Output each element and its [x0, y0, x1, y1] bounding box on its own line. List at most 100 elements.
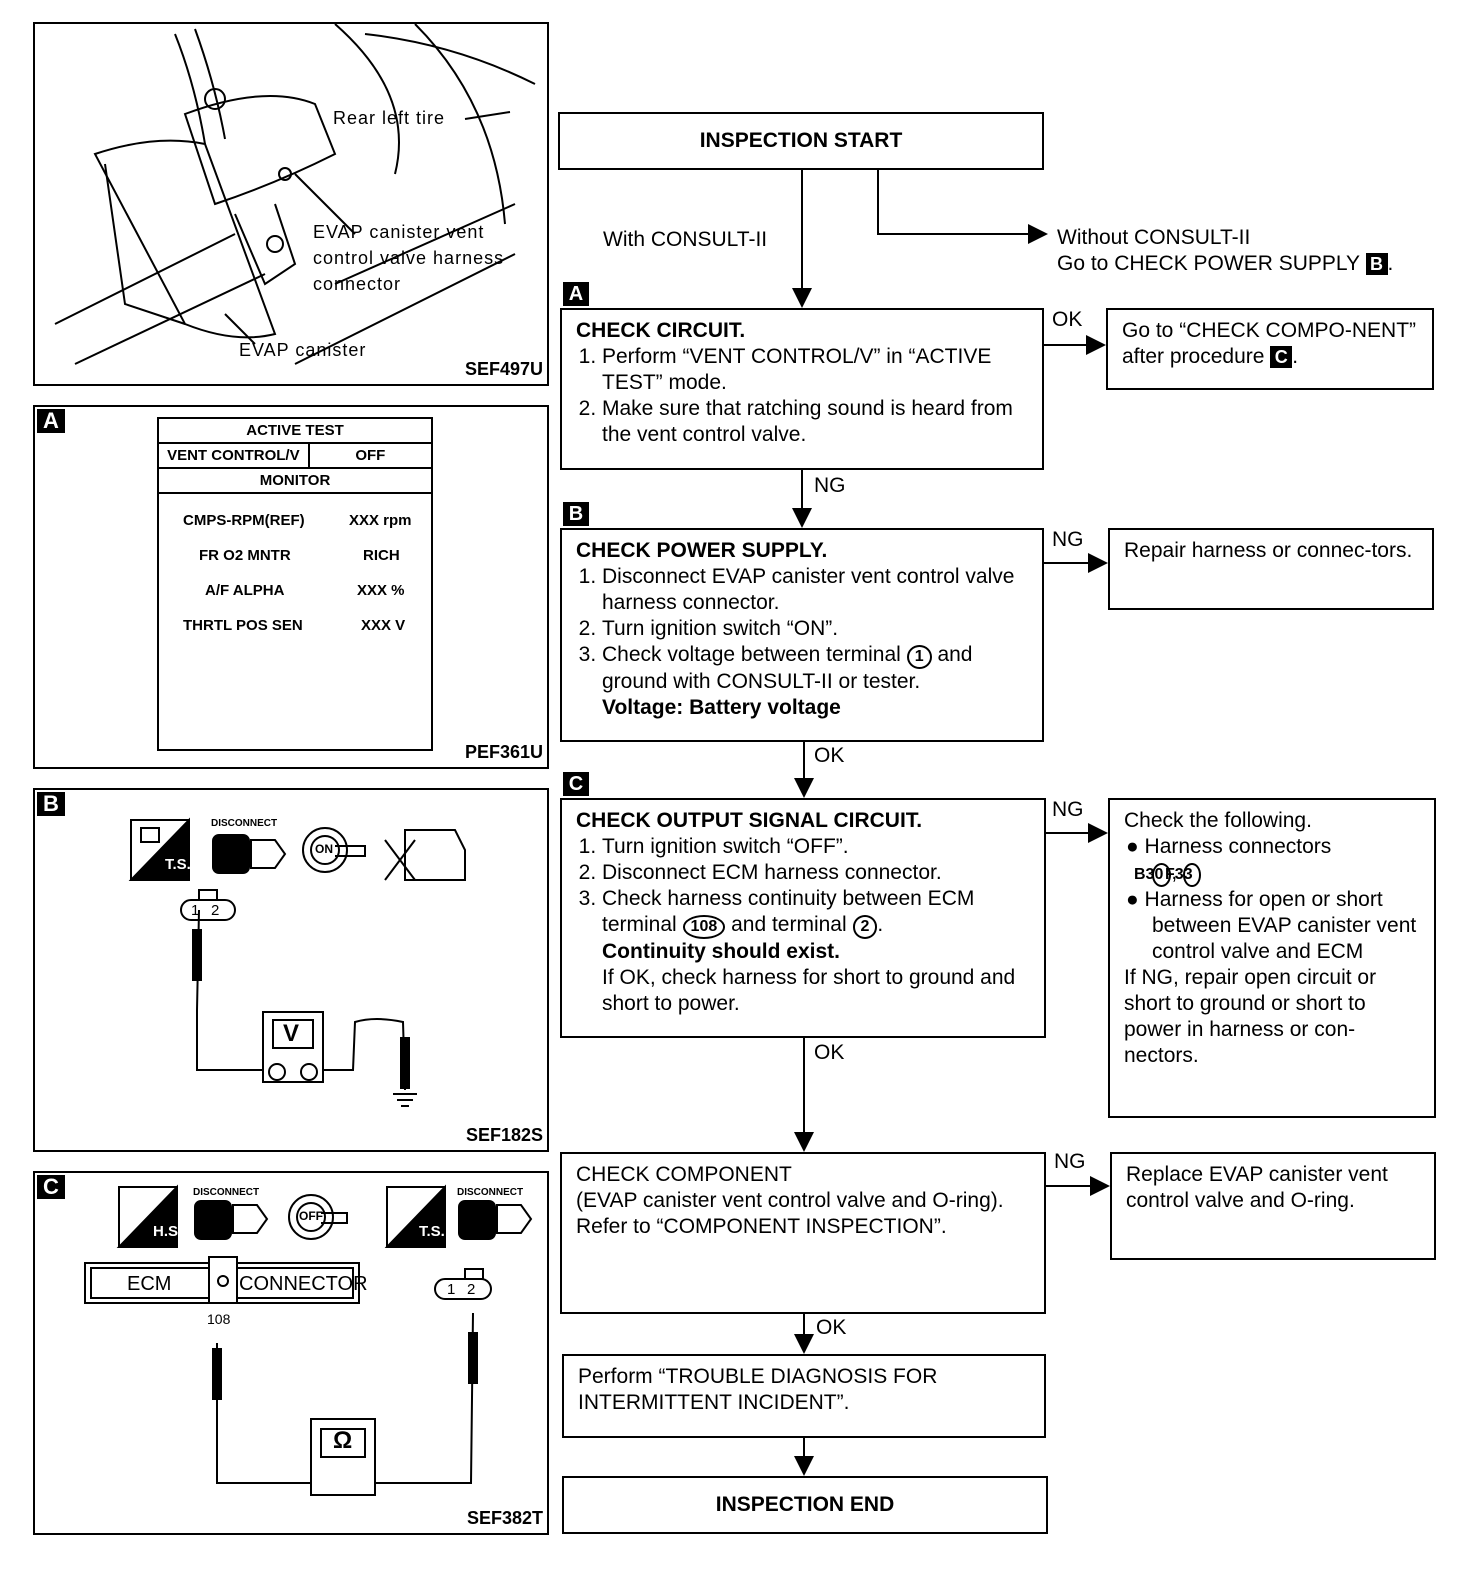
with-consult-label: With CONSULT-II: [603, 228, 768, 251]
evap-vent-label-2: control valve harness: [313, 248, 505, 268]
ok-label-c: OK: [814, 1041, 845, 1064]
check-circuit-box: CHECK CIRCUIT. Perform “VENT CONTROL/V” …: [560, 308, 1044, 470]
check-output-step-1: Turn ignition switch “OFF”.: [602, 834, 1030, 860]
ng-label-b: NG: [1052, 528, 1084, 551]
figure-component-location: Rear left tire EVAP canister vent contro…: [33, 22, 549, 386]
ok-label-b: OK: [814, 744, 845, 767]
figure-code: SEF382T: [466, 1508, 543, 1528]
ng-label-a: NG: [814, 474, 846, 497]
rear-left-tire-label: Rear left tire: [333, 108, 446, 128]
arrow-start-to-without: [877, 170, 1048, 244]
check-power-step-1: Disconnect EVAP canister vent control va…: [602, 564, 1028, 616]
check-component-line-1: CHECK COMPONENT: [576, 1163, 792, 1186]
perform-trouble-diagnosis-box: Perform “TROUBLE DIAGNOSIS FOR INTERMITT…: [562, 1354, 1046, 1438]
evap-canister-drawing: [54, 24, 536, 365]
figure-code: SEF497U: [464, 359, 543, 379]
check-output-title: CHECK OUTPUT SIGNAL CIRCUIT.: [576, 809, 923, 832]
figure-tag-c: C: [37, 1175, 65, 1199]
check-output-step-2: Disconnect ECM harness connector.: [602, 860, 1030, 886]
ecm-label: ECM: [127, 1273, 172, 1295]
connector-b30-badge: B30: [1134, 863, 1172, 887]
check-circuit-title: CHECK CIRCUIT.: [576, 319, 746, 342]
monitor-val-1: XXX rpm: [349, 512, 412, 529]
monitor-val-2: RICH: [363, 547, 400, 564]
active-test-item: VENT CONTROL/V: [157, 442, 310, 469]
check-power-step-3: Check voltage between terminal 1 and gro…: [602, 642, 1028, 721]
without-consult-label-1: Without CONSULT-II: [1057, 226, 1251, 249]
terminal-1-badge: 1: [906, 645, 932, 669]
step-b-ref: B: [1365, 253, 1388, 276]
on-label: ON: [315, 842, 333, 856]
ts-label: T.S.: [419, 1223, 445, 1240]
monitor-key-1: CMPS-RPM(REF): [183, 512, 305, 529]
without-consult-label-2: Go to CHECK POWER SUPPLY B.: [1057, 252, 1394, 276]
ts-label: T.S.: [165, 856, 191, 873]
inspection-end-box: INSPECTION END: [562, 1476, 1048, 1534]
check-power-step-2: Turn ignition switch “ON”.: [602, 616, 1028, 642]
pin-2: 2: [467, 1281, 476, 1298]
disconnect-label-2: DISCONNECT: [457, 1187, 524, 1198]
figure-code: SEF182S: [465, 1125, 543, 1145]
monitor-val-3: XXX %: [357, 582, 405, 599]
hs-label: H.S.: [153, 1223, 183, 1240]
continuity-check-drawing: [84, 1184, 533, 1496]
check-following-bullet-2: ● Harness for open or short between EVAP…: [1126, 888, 1417, 963]
ng-label-component: NG: [1054, 1150, 1086, 1173]
active-test-value: OFF: [307, 442, 434, 469]
pin-2: 2: [211, 902, 220, 919]
connector-label: CONNECTOR: [239, 1273, 368, 1295]
goto-component-box: Go to “CHECK COMPO-NENT” after procedure…: [1106, 308, 1434, 390]
ok-label-component: OK: [816, 1316, 847, 1339]
check-output-note: If OK, check harness for short to ground…: [602, 966, 1016, 1015]
step-tag-a: A: [563, 282, 589, 306]
monitor-heading: MONITOR: [157, 467, 433, 494]
step-c-ref: C: [1270, 346, 1293, 369]
figure-tag-a: A: [37, 409, 65, 433]
figure-code: PEF361U: [464, 742, 543, 762]
evap-vent-label-1: EVAP canister vent: [313, 222, 485, 242]
disconnect-label-1: DISCONNECT: [193, 1187, 260, 1198]
check-following-title: Check the following.: [1124, 809, 1312, 832]
check-following-box: Check the following. ● Harness connector…: [1108, 798, 1436, 1118]
voltage-spec: Voltage: Battery voltage: [602, 696, 841, 719]
check-circuit-step-2: Make sure that ratching sound is heard f…: [602, 396, 1028, 448]
monitor-key-3: A/F ALPHA: [205, 582, 285, 599]
check-circuit-step-1: Perform “VENT CONTROL/V” in “ACTIVE TEST…: [602, 344, 1028, 396]
ok-label-a: OK: [1052, 308, 1083, 331]
ng-label-c: NG: [1052, 798, 1084, 821]
monitor-val-4: XXX V: [361, 617, 406, 634]
check-component-line-3: Refer to “COMPONENT INSPECTION”.: [576, 1215, 947, 1238]
check-power-box: CHECK POWER SUPPLY. Disconnect EVAP cani…: [560, 528, 1044, 742]
evap-canister-label: EVAP canister: [239, 340, 367, 360]
terminal-2-badge: 2: [852, 915, 878, 939]
step-tag-c: C: [563, 772, 589, 796]
connector-f33-badge: F33: [1165, 863, 1201, 887]
monitor-key-4: THRTL POS SEN: [183, 617, 303, 634]
active-test-heading: ACTIVE TEST: [157, 417, 433, 444]
replace-valve-box: Replace EVAP canister vent control valve…: [1110, 1152, 1436, 1260]
check-component-line-2: (EVAP canister vent control valve and O-…: [576, 1189, 1004, 1212]
step-tag-b: B: [563, 502, 589, 526]
figure-b-voltage-check: B: [33, 788, 549, 1152]
inspection-start-box: INSPECTION START: [558, 112, 1044, 170]
pin-1: 1: [447, 1281, 456, 1298]
terminal-108-badge: 108: [682, 915, 726, 939]
evap-vent-label-3: connector: [313, 274, 402, 294]
pin-108: 108: [207, 1311, 231, 1327]
figure-c-continuity-check: C H.S. DISCONNECT: [33, 1171, 549, 1535]
repair-harness-box: Repair harness or connec-tors.: [1108, 528, 1434, 610]
figure-tag-b: B: [37, 792, 65, 816]
pin-1: 1: [191, 902, 200, 919]
check-following-note: If NG, repair open circuit or short to g…: [1124, 966, 1377, 1067]
disconnect-label: DISCONNECT: [211, 818, 278, 829]
check-output-step-3: Check harness continuity between ECM ter…: [602, 886, 1030, 1017]
voltmeter-label: V: [283, 1020, 300, 1047]
check-output-box: CHECK OUTPUT SIGNAL CIRCUIT. Turn igniti…: [560, 798, 1046, 1038]
check-power-title: CHECK POWER SUPPLY.: [576, 539, 828, 562]
off-label: OFF: [299, 1209, 323, 1223]
check-component-box: CHECK COMPONENT (EVAP canister vent cont…: [560, 1152, 1046, 1314]
continuity-spec: Continuity should exist.: [602, 940, 841, 963]
